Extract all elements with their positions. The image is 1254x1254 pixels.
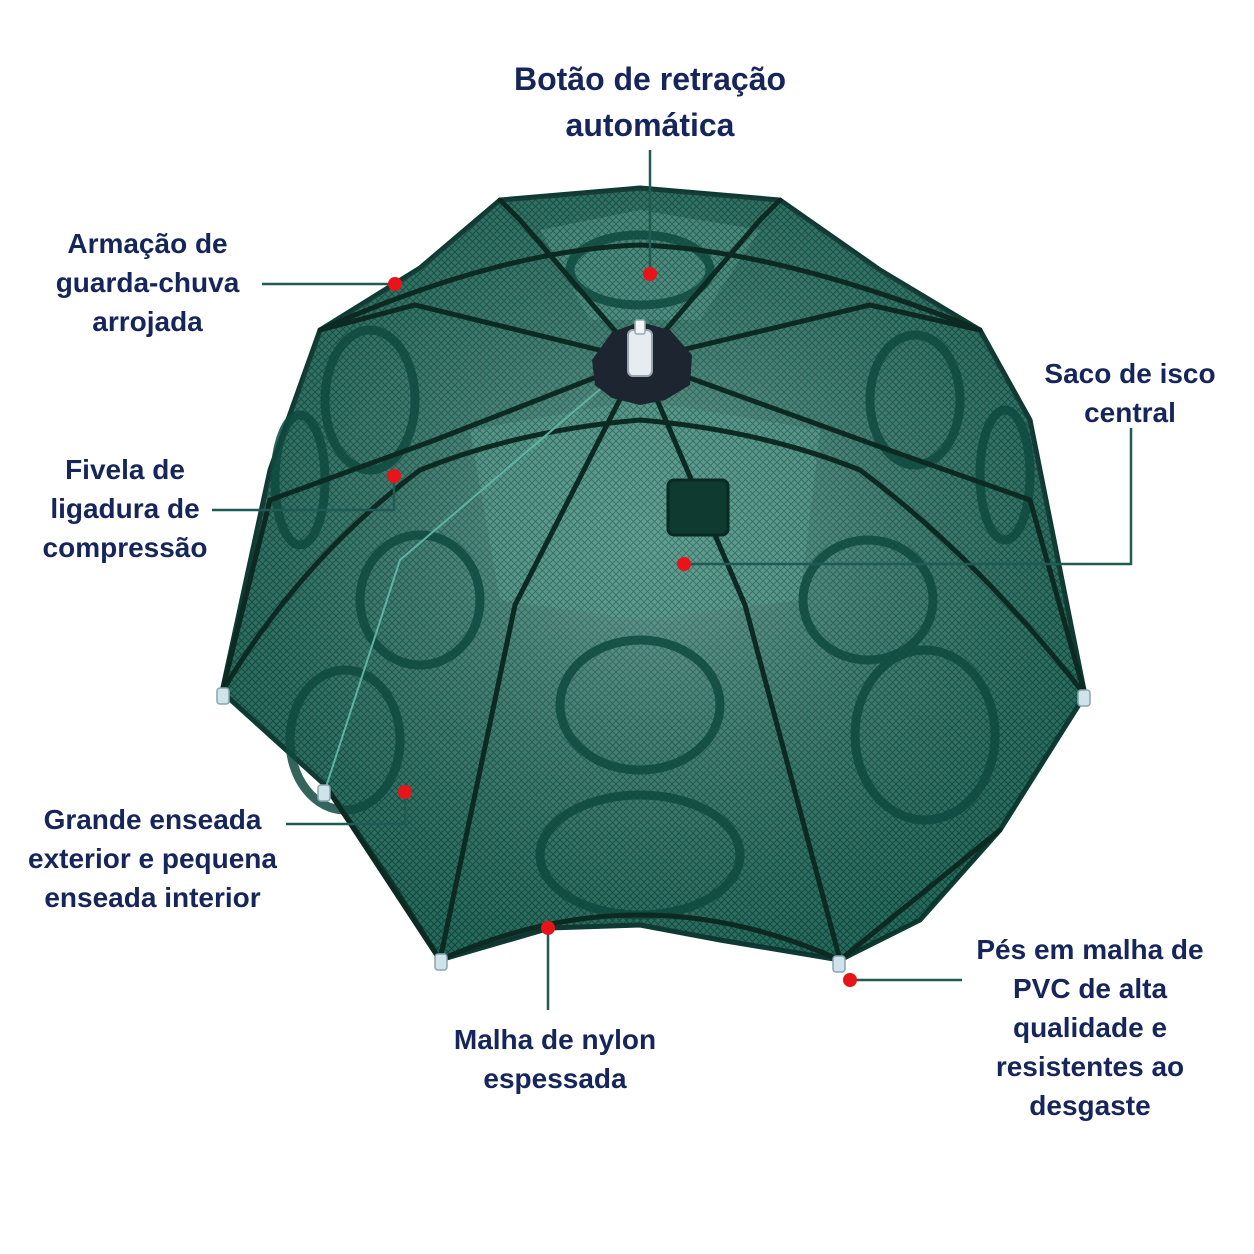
leader-inlets: [286, 792, 407, 826]
bait-bag-shape: [666, 478, 730, 537]
label-nylon-mesh: Malha de nylon espessada: [453, 1024, 657, 1094]
marker-nylon-mesh: [541, 921, 555, 935]
marker-retraction-button: [643, 267, 657, 281]
leader-bait-bag: [684, 428, 1133, 566]
label-umbrella-frame: Armação de guarda-chuva arrojada: [55, 228, 240, 337]
marker-pvc-feet: [843, 973, 857, 987]
marker-dots: [387, 267, 857, 987]
label-pvc-feet: Pés em malha de PVC de alta qualidade e …: [976, 934, 1204, 1121]
marker-compression-buckle: [387, 469, 401, 483]
label-inlets: Grande enseada exterior e pequena ensead…: [28, 804, 277, 913]
marker-umbrella-frame: [388, 277, 402, 291]
inlet-rings: [270, 230, 1035, 920]
retraction-cord: [324, 354, 641, 791]
umbrella-ribs: [219, 197, 1088, 963]
leader-compression-buckle: [212, 476, 396, 512]
label-retraction-button: Botão de retração automática: [513, 61, 787, 143]
central-hub: [592, 319, 692, 405]
leader-lines: [212, 150, 1133, 1010]
label-bait-bag: Saco de isco central: [1044, 358, 1216, 428]
label-compression-buckle: Fivela de ligadura de compressão: [42, 454, 208, 563]
pvc-feet: [216, 687, 1091, 973]
marker-inlets: [398, 785, 412, 799]
marker-bait-bag: [677, 557, 691, 571]
